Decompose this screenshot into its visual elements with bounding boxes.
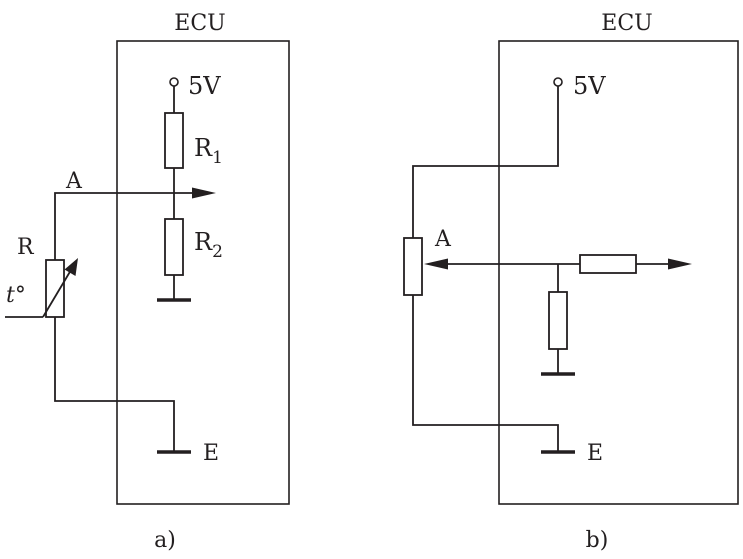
r1-label: R1 (194, 134, 223, 168)
supply-terminal-a (169, 77, 179, 87)
r1-label-main: R (194, 134, 213, 162)
thermistor-arrow (64, 258, 78, 276)
resistor-series-b (579, 254, 637, 274)
potentiometer (403, 237, 423, 296)
ground-wire-a (54, 317, 175, 451)
resistor-r2 (164, 218, 184, 276)
temp-label: t° (6, 283, 26, 308)
caption-a: a) (154, 528, 176, 553)
ecu-label-b: ECU (601, 11, 652, 36)
supply-label-b: 5V (573, 72, 606, 100)
node-label-a: A (65, 169, 83, 194)
resistor-pulldown-b (548, 291, 568, 350)
r2-label-sub: 2 (212, 242, 223, 262)
wiper-arrow (424, 258, 448, 270)
ground-label-b: E (587, 441, 603, 466)
thermistor-variable-line (42, 269, 72, 318)
ecu-box-b (498, 40, 739, 505)
supply-terminal-b (553, 77, 563, 87)
ecu-box-a (116, 40, 290, 505)
resistor-r1 (164, 112, 184, 169)
diagram-b: ECU 5V A E b) (403, 11, 739, 553)
node-label-b: A (434, 227, 452, 252)
r2-label-main: R (194, 228, 213, 256)
sensor-label: R (17, 235, 35, 260)
supply-label-a: 5V (188, 72, 221, 100)
caption-b: b) (586, 528, 609, 553)
diagram-a: ECU 5V R1 R2 A R t° E a) (5, 11, 290, 553)
ecu-label-a: ECU (174, 11, 225, 36)
output-arrow-b (668, 258, 692, 270)
ground-wire-b (412, 295, 559, 451)
supply-wire-b (412, 86, 559, 238)
ground-label-a: E (203, 441, 219, 466)
r1-label-sub: 1 (212, 148, 223, 168)
signal-wire-a (54, 192, 196, 260)
r2-label: R2 (194, 228, 223, 262)
signal-arrow-a (192, 187, 216, 199)
